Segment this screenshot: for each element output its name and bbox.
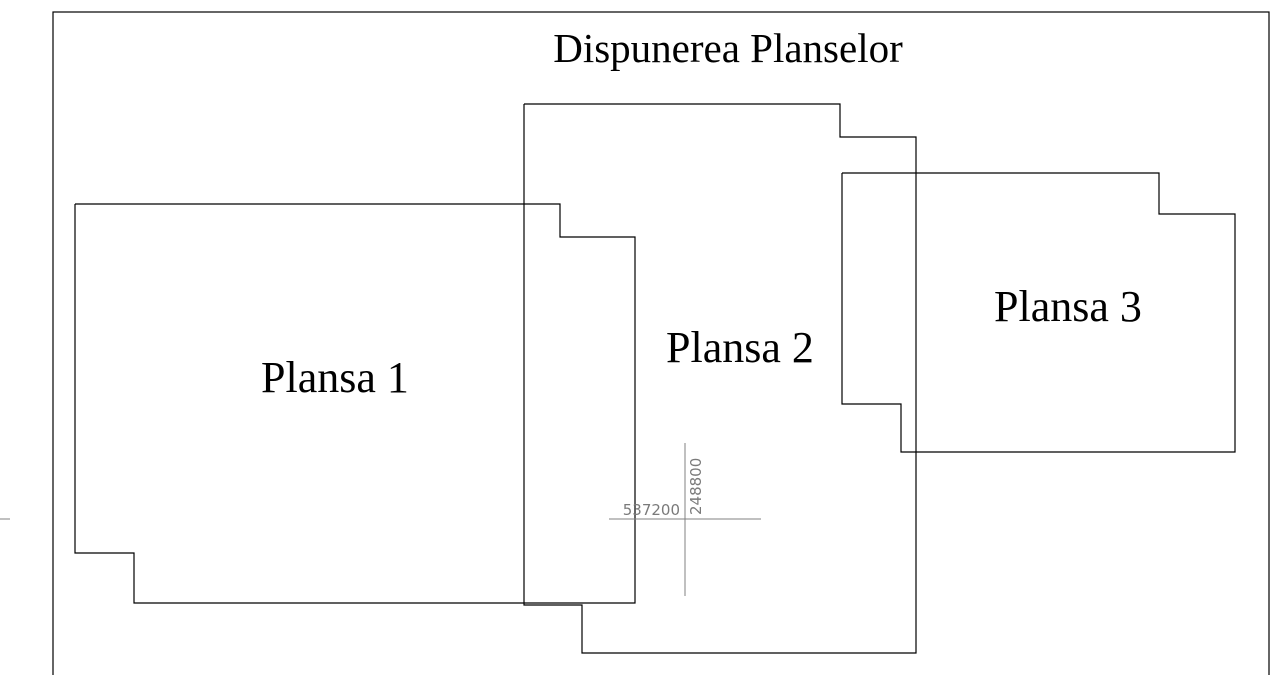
plansa-1-outline (74, 203, 636, 604)
plansa-3-label: Plansa 3 (994, 282, 1142, 331)
coord-x-label: 537200 (623, 501, 680, 519)
coordinate-marker: 537200 248800 (609, 443, 761, 596)
drawing-frame (52, 11, 1270, 675)
plansa-2-outline (523, 103, 917, 654)
plansa-3-outline (841, 172, 1236, 453)
coord-y-label: 248800 (687, 458, 705, 515)
plansa-1-label: Plansa 1 (261, 353, 409, 402)
drawing-title: Dispunerea Planselor (553, 25, 903, 71)
plansa-2-label: Plansa 2 (666, 323, 814, 372)
